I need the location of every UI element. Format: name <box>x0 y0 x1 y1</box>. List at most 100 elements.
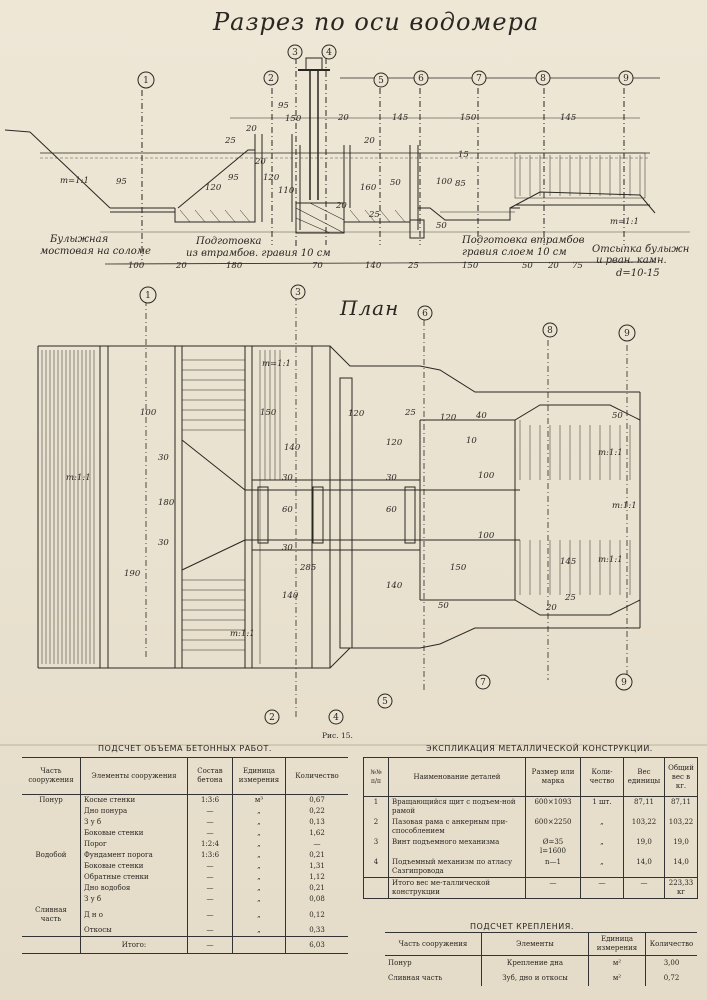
svg-text:20: 20 <box>254 157 266 167</box>
svg-text:m:1:1: m:1:1 <box>230 629 255 639</box>
svg-text:20: 20 <box>245 124 257 134</box>
total-cell: 103,22 <box>664 817 698 837</box>
svg-text:150: 150 <box>460 113 477 123</box>
total-qty: 6,03 <box>285 936 348 954</box>
plan-axis-marker-4 <box>328 709 344 725</box>
element-cell: Боковые стенки <box>80 861 188 872</box>
svg-text:8: 8 <box>547 326 553 336</box>
svg-text:20: 20 <box>337 113 349 123</box>
mix-cell: — <box>187 828 233 839</box>
element-cell: Откосы <box>80 925 188 937</box>
qty-cell: 0,22 <box>285 806 348 817</box>
plan-axis-marker-8 <box>542 322 558 338</box>
element-cell: Крепление дна <box>481 955 589 971</box>
num-cell: 4 <box>363 857 389 878</box>
axis-marker-5 <box>373 72 389 88</box>
svg-text:1: 1 <box>143 76 149 86</box>
svg-text:145: 145 <box>560 557 576 567</box>
svg-text:140: 140 <box>284 443 301 453</box>
svg-text:25: 25 <box>564 593 576 603</box>
svg-text:120: 120 <box>205 183 222 193</box>
table-row: Обратные стенки—„1,12 <box>22 872 348 883</box>
svg-text:5: 5 <box>378 76 384 86</box>
col-fix-qty: Количество <box>645 932 697 956</box>
svg-text:100: 100 <box>140 408 157 418</box>
total-empty <box>22 936 81 954</box>
fixing-table-title: ПОДСЧЕТ КРЕПЛЕНИЯ. <box>470 922 574 931</box>
svg-text:30: 30 <box>282 543 293 553</box>
element-cell: Обратные стенки <box>80 872 188 883</box>
weight-cell: 19,0 <box>623 837 665 857</box>
svg-text:m=1:1: m=1:1 <box>262 359 291 369</box>
svg-text:мостовая на соломе: мостовая на соломе <box>40 246 151 257</box>
mix-cell: 1:2:4 <box>187 839 233 850</box>
table-row: Боковые стенки—„1,62 <box>22 828 348 839</box>
total-cell: 87,11 <box>664 796 698 817</box>
svg-text:285: 285 <box>299 563 316 573</box>
col-weight: Вес единицы <box>623 757 665 797</box>
volume-table-title: ПОДСЧЕТ ОБЪЕМА БЕТОННЫХ РАБОТ. <box>98 744 272 753</box>
svg-text:150: 150 <box>450 563 467 573</box>
part-cell <box>22 828 81 839</box>
size-cell: 600×1093 <box>525 796 581 817</box>
svg-text:145: 145 <box>560 113 576 123</box>
col-size: Размер или марка <box>525 757 581 797</box>
svg-text:30: 30 <box>158 538 169 548</box>
col-count: Коли-чество <box>580 757 624 797</box>
figure-caption: Рис. 15. <box>322 731 353 740</box>
svg-text:4: 4 <box>326 48 332 58</box>
total-w: — <box>623 877 665 899</box>
total-size: — <box>525 877 581 899</box>
total-mix: — <box>187 936 233 954</box>
count-cell: „ <box>580 857 624 878</box>
axis-marker-3 <box>287 44 303 60</box>
mix-cell: 1:3:6 <box>187 794 233 806</box>
svg-text:100: 100 <box>436 177 453 187</box>
svg-text:150: 150 <box>285 114 302 124</box>
svg-text:Отсыпка булыжн: Отсыпка булыжн <box>592 244 689 255</box>
element-cell: Дно понура <box>80 806 188 817</box>
svg-text:25: 25 <box>368 210 380 220</box>
name-cell: Подъемный механизм по атласу Сазгипровод… <box>388 857 526 878</box>
count-cell: „ <box>580 837 624 857</box>
axis-marker-9 <box>618 70 634 86</box>
table-row: Боковые стенки—„1,31 <box>22 861 348 872</box>
svg-text:30: 30 <box>386 473 397 483</box>
unit-cell: „ <box>232 894 286 905</box>
svg-text:95: 95 <box>278 101 289 111</box>
section-axis-markers: 1 2 3 4 5 6 7 8 9 20 95 150 20 145 150 1… <box>40 44 689 279</box>
svg-text:140: 140 <box>282 591 299 601</box>
unit-cell: м² <box>588 971 646 986</box>
col-fix-part: Часть сооружения <box>385 932 482 956</box>
explication-table: №№ п/п Наименование деталей Размер или м… <box>363 757 698 899</box>
total-row: Итого:—6,03 <box>22 936 348 954</box>
svg-text:60: 60 <box>386 505 397 515</box>
element-cell: З у б <box>80 894 188 905</box>
mix-cell: — <box>187 905 233 925</box>
qty-cell: 1,31 <box>285 861 348 872</box>
unit-cell: „ <box>232 861 286 872</box>
mix-cell: 1:3:6 <box>187 850 233 861</box>
element-cell: Д н о <box>80 905 188 925</box>
svg-text:40: 40 <box>475 411 487 421</box>
svg-text:85: 85 <box>455 179 466 189</box>
svg-text:m=1:1: m=1:1 <box>610 217 639 227</box>
part-cell <box>22 872 81 883</box>
fixing-table: Часть сооружения Элементы Единица измере… <box>385 932 697 986</box>
svg-text:100: 100 <box>478 531 495 541</box>
plan-axis-marker-1 <box>139 286 157 304</box>
part-cell <box>22 894 81 905</box>
weight-cell: 87,11 <box>623 796 665 817</box>
element-cell: Косые стенки <box>80 794 188 806</box>
svg-text:180: 180 <box>226 261 243 271</box>
qty-cell: 0,13 <box>285 817 348 828</box>
part-cell <box>22 883 81 894</box>
svg-text:9: 9 <box>623 74 629 84</box>
total-cell: 19,0 <box>664 837 698 857</box>
qty-cell: 0,12 <box>285 905 348 925</box>
svg-text:7: 7 <box>476 74 482 84</box>
qty-cell: 0,21 <box>285 850 348 861</box>
svg-text:110: 110 <box>278 186 295 196</box>
table-row: Откосы—„0,33 <box>22 925 348 937</box>
